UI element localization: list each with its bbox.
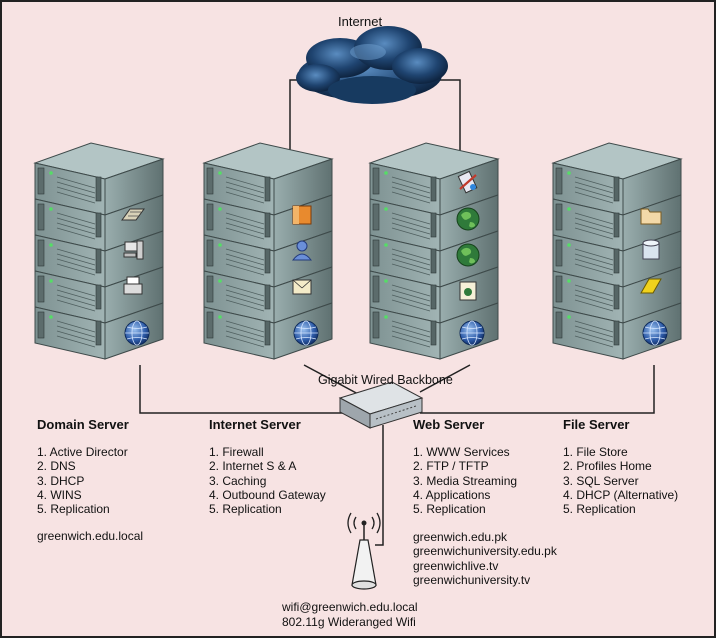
internet-server-services: 1. Firewall 2. Internet S & A 3. Caching… bbox=[209, 445, 326, 516]
domain-item: greenwich.edu.pk bbox=[413, 530, 508, 544]
server-racks bbox=[33, 142, 683, 360]
network-switch-icon bbox=[338, 381, 424, 429]
web-server-domains: greenwich.edu.pk greenwichuniversity.edu… bbox=[413, 530, 557, 587]
wifi-address: wifi@greenwich.edu.local bbox=[282, 600, 418, 614]
service-item: 4. Applications bbox=[413, 487, 491, 502]
folder-icon bbox=[640, 208, 662, 225]
service-item: 3. Caching bbox=[209, 473, 267, 488]
internet-label: Internet bbox=[338, 14, 383, 29]
domain-item: greenwichlive.tv bbox=[413, 558, 499, 573]
file-server-rack bbox=[551, 142, 683, 360]
network-globe-icon bbox=[124, 320, 150, 346]
wifi-description: 802.11g Wideranged Wifi bbox=[282, 615, 416, 629]
domain-item: greenwichuniversity.edu.pk bbox=[413, 544, 557, 559]
file-server-services: 1. File Store 2. Profiles Home 3. SQL Se… bbox=[563, 445, 678, 516]
document-icon bbox=[640, 278, 662, 294]
service-item: 5. Replication bbox=[209, 502, 282, 517]
service-item: 4. Outbound Gateway bbox=[209, 487, 326, 502]
file-server-title: File Server bbox=[563, 417, 630, 432]
file-server-link bbox=[420, 365, 655, 414]
wifi-antenna-icon bbox=[347, 512, 381, 590]
domain-server-domain: greenwich.edu.local bbox=[37, 529, 144, 543]
service-item: 2. FTP / TFTP bbox=[413, 459, 489, 474]
service-item: 1. File Store bbox=[563, 445, 628, 459]
service-item: 1. WWW Services bbox=[413, 445, 510, 459]
user-icon bbox=[291, 240, 313, 261]
service-item: 5. Replication bbox=[37, 502, 110, 517]
web-globe-icon bbox=[456, 243, 480, 267]
service-item: 2. Internet S & A bbox=[209, 459, 297, 474]
tools-icon bbox=[457, 170, 478, 194]
printer-icon bbox=[123, 276, 143, 295]
domain-item: greenwichuniversity.tv bbox=[413, 572, 531, 587]
mail-icon bbox=[292, 279, 312, 295]
internet-server-rack bbox=[202, 142, 334, 360]
service-item: 4. WINS bbox=[37, 487, 82, 502]
service-item: 2. Profiles Home bbox=[563, 459, 652, 474]
service-item: 5. Replication bbox=[413, 502, 486, 517]
wifi-link bbox=[375, 425, 384, 546]
web-server-title: Web Server bbox=[413, 417, 485, 432]
service-item: 3. SQL Server bbox=[563, 473, 639, 488]
database-icon bbox=[642, 239, 660, 260]
domain-server-rack bbox=[33, 142, 165, 360]
backbone-label: Gigabit Wired Backbone bbox=[318, 373, 453, 387]
internet-cloud-icon bbox=[296, 26, 448, 104]
web-server-services: 1. WWW Services 2. FTP / TFTP 3. Media S… bbox=[413, 445, 517, 516]
network-globe-icon bbox=[293, 320, 319, 346]
domain-server-title: Domain Server bbox=[37, 417, 129, 432]
globe-icon bbox=[456, 207, 480, 231]
service-item: 2. DNS bbox=[37, 459, 76, 474]
service-item: 3. DHCP bbox=[37, 473, 85, 488]
workstation-icon bbox=[123, 240, 144, 260]
web-server-rack bbox=[368, 142, 500, 360]
internet-server-link bbox=[303, 364, 361, 396]
domain-server-services: 1. Active Director 2. DNS 3. DHCP 4. WIN… bbox=[37, 445, 128, 516]
web-page-icon bbox=[459, 281, 477, 301]
service-item: 1. Firewall bbox=[209, 445, 264, 459]
service-item: 3. Media Streaming bbox=[413, 473, 518, 488]
service-item: 4. DHCP (Alternative) bbox=[563, 487, 679, 502]
network-globe-icon bbox=[642, 320, 668, 346]
firewall-icon bbox=[292, 205, 312, 225]
domain-server-link bbox=[139, 365, 360, 414]
service-item: 1. Active Director bbox=[37, 445, 128, 459]
service-item: 5. Replication bbox=[563, 502, 636, 517]
network-globe-icon bbox=[459, 320, 485, 346]
internet-server-title: Internet Server bbox=[209, 417, 301, 432]
web-server-link bbox=[419, 364, 471, 393]
keyboard-icon bbox=[121, 208, 145, 221]
